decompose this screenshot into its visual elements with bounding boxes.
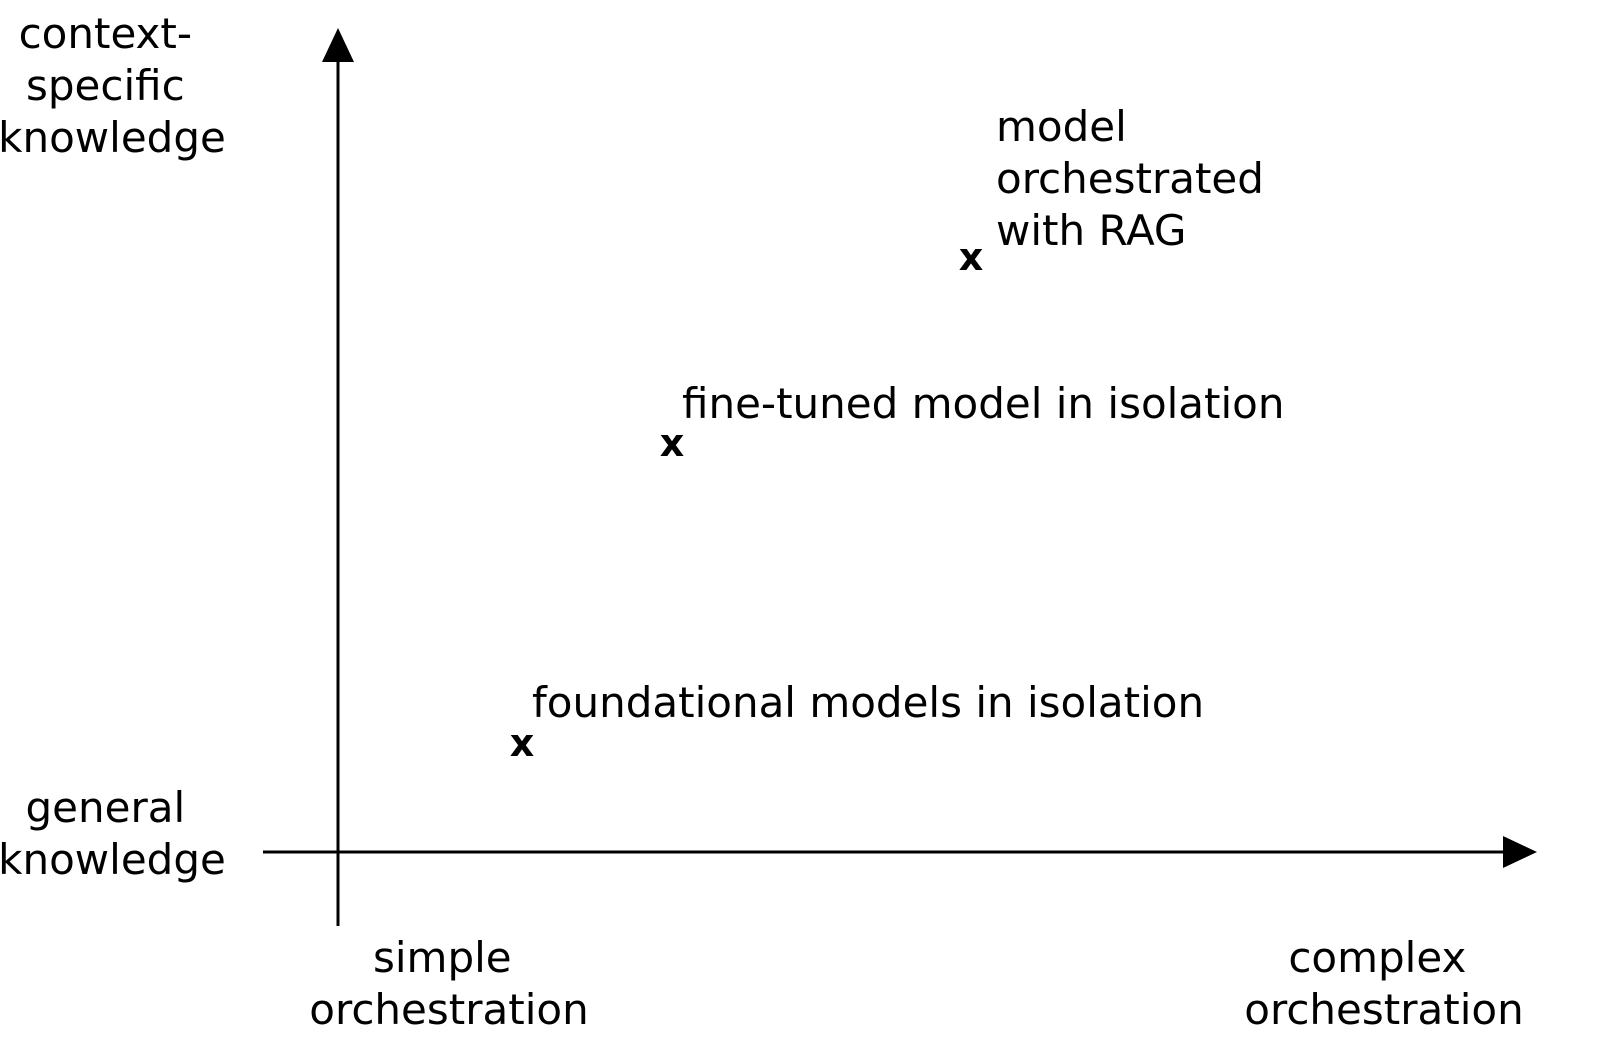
- x-axis: [263, 836, 1537, 868]
- x-axis-arrowhead: [1503, 836, 1537, 868]
- y-axis-top-label: context- specific knowledge: [0, 9, 226, 162]
- point-label: fine-tuned model in isolation: [682, 379, 1285, 428]
- point-fine-tuned-model: x fine-tuned model in isolation: [660, 379, 1285, 465]
- point-marker: x: [959, 235, 984, 279]
- y-axis-arrowhead: [322, 28, 354, 62]
- point-model-orchestrated-rag: x model orchestrated with RAG: [959, 102, 1277, 279]
- point-foundational-models: x foundational models in isolation: [510, 678, 1204, 765]
- y-axis: [322, 28, 354, 926]
- x-axis-right-label: complex orchestration: [1244, 933, 1523, 1034]
- point-label: model orchestrated with RAG: [996, 102, 1277, 255]
- x-axis-left-label: simple orchestration: [309, 933, 588, 1034]
- point-marker: x: [510, 721, 535, 765]
- y-axis-bottom-label: general knowledge: [0, 783, 226, 884]
- point-marker: x: [660, 421, 685, 465]
- point-label: foundational models in isolation: [532, 678, 1204, 727]
